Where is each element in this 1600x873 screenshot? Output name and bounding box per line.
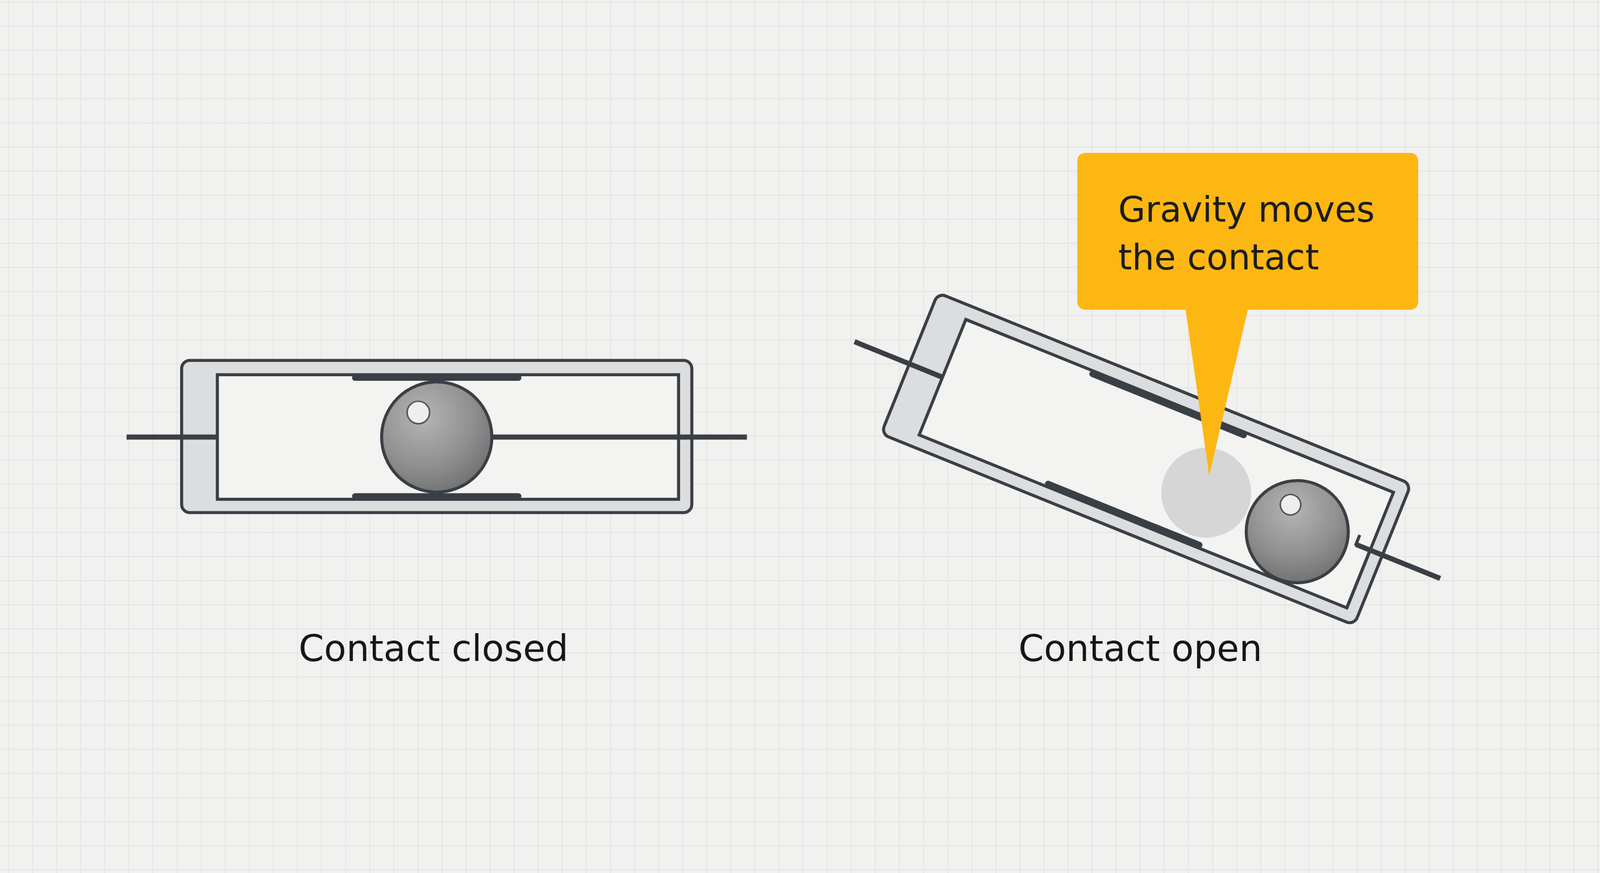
callout-box: Gravity moves the contact xyxy=(1077,152,1419,310)
callout-tail xyxy=(1183,296,1252,476)
state-label: Contact closed xyxy=(298,627,569,670)
state-label: Contact open xyxy=(1018,627,1262,670)
tilt-switch-open xyxy=(826,270,1469,649)
tilt-switch-closed xyxy=(126,360,748,513)
callout-text: Gravity moves the contact xyxy=(1118,185,1387,282)
